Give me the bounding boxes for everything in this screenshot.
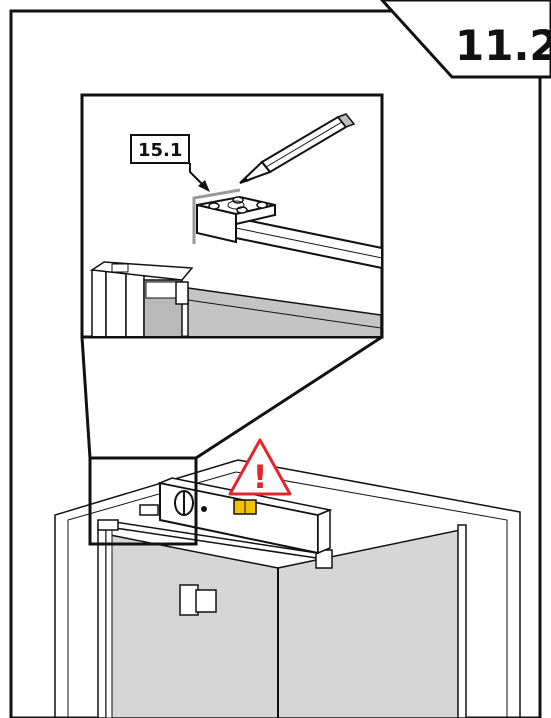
- door-hinge: [179, 584, 217, 616]
- part-reference: 15.1: [138, 140, 182, 161]
- step-number: 11.2: [455, 21, 551, 70]
- detail-inset: 15.1: [80, 93, 384, 339]
- warning-triangle-icon: !: [228, 438, 292, 496]
- wall-profile: [89, 261, 194, 336]
- right-glass-panel: [277, 529, 461, 718]
- zoom-region: [88, 456, 198, 546]
- step-number-tab: 11.2: [379, 0, 551, 79]
- spirit-level-icon: [139, 477, 333, 555]
- pencil-icon: [239, 113, 356, 184]
- page-frame: [9, 9, 542, 718]
- pencil-marking-line: [192, 188, 241, 244]
- part-reference-callout: 15.1: [130, 134, 210, 192]
- inset-glass-panel: [187, 287, 381, 336]
- shower-enclosure: [54, 459, 521, 718]
- zoom-connector: [80, 335, 383, 460]
- wall-bracket: [196, 195, 276, 244]
- left-glass-panel: [109, 534, 279, 718]
- svg-text:!: !: [253, 458, 268, 496]
